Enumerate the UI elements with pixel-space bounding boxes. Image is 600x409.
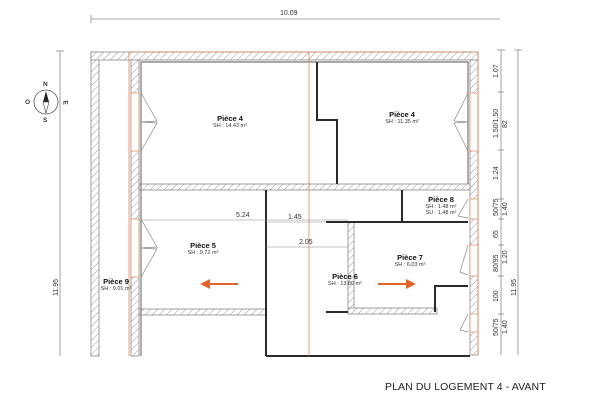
- dim-label: 1.40: [502, 320, 509, 334]
- room-label-piece4-right: Pièce 4 SH : 11.35 m²: [372, 110, 432, 125]
- compass-east-label: E: [61, 100, 69, 105]
- left-height-dimension-line: [56, 50, 64, 356]
- room-area-su: SU : 1.48 m²: [425, 210, 457, 216]
- axis-lines: [128, 51, 479, 356]
- compass-icon: [33, 89, 59, 115]
- dim-label: 1.24: [493, 166, 500, 180]
- dim-1-45-label: 1.45: [288, 214, 302, 221]
- dim-label: 1.07: [493, 64, 500, 78]
- room-label-piece4-left: Pièce 4 SH : 14.43 m²: [200, 114, 260, 129]
- room-label-piece8: Pièce 8 SH : 1.48 m² SU : 1.48 m²: [411, 195, 471, 216]
- room-name: Pièce 6: [332, 272, 358, 281]
- dim-5-24-label: 5.24: [236, 212, 250, 219]
- room-area: SH : 6.03 m²: [394, 262, 426, 268]
- dim-label: 65: [493, 230, 500, 238]
- room-area: SH : 13.80 m²: [328, 281, 362, 287]
- dim-label: 50/75: [493, 198, 500, 216]
- windows: [130, 92, 479, 333]
- room-area: SH : 9.01 m²: [100, 286, 132, 292]
- compass-west-label: O: [25, 99, 31, 106]
- dim-label: 100: [493, 290, 500, 302]
- inner-lining: [140, 61, 469, 356]
- room-area: SH : 9.72 m²: [187, 250, 219, 256]
- interior-walls: [265, 62, 470, 357]
- arrows: [200, 279, 416, 289]
- room-name: Pièce 5: [190, 241, 216, 250]
- overall-height-right-label: 11.95: [511, 279, 518, 296]
- room-name: Pièce 8: [428, 195, 454, 204]
- room-name: Pièce 9: [103, 277, 129, 286]
- plan-title: PLAN DU LOGEMENT 4 - AVANT: [385, 381, 546, 393]
- window-swings: [140, 92, 469, 333]
- overall-width-label: 10.09: [280, 10, 298, 17]
- room-name: Pièce 4: [389, 110, 415, 119]
- interior-dimensions: [139, 219, 348, 248]
- dim-label: 1.40: [502, 202, 509, 216]
- right-dimension-chain: [497, 49, 522, 355]
- room-label-piece9: Pièce 9 SH : 9.01 m²: [86, 277, 146, 292]
- room-area: SH : 14.43 m²: [213, 123, 247, 129]
- overall-height-left-label: 11.95: [53, 279, 60, 296]
- dim-2-05-label: 2.05: [299, 239, 313, 246]
- compass-south-label: S: [43, 117, 48, 124]
- room-label-piece7: Pièce 7 SH : 6.03 m²: [380, 253, 440, 268]
- dim-label: 50/75: [493, 318, 500, 336]
- room-name: Pièce 7: [397, 253, 423, 262]
- dim-label: 80/95: [493, 254, 500, 272]
- room-label-piece6: Pièce 6 SH : 13.80 m²: [315, 272, 375, 287]
- dim-label: 1.50/1.50: [493, 108, 500, 138]
- dim-label: 1.20: [502, 250, 509, 264]
- room-label-piece5: Pièce 5 SH : 9.72 m²: [173, 241, 233, 256]
- compass-north-label: N: [43, 81, 48, 88]
- room-area: SH : 1.48 m²: [425, 204, 457, 210]
- dim-label: 82: [502, 120, 509, 128]
- width-dimension-line: [90, 15, 500, 23]
- room-area: SH : 11.35 m²: [385, 119, 419, 125]
- room-name: Pièce 4: [217, 114, 243, 123]
